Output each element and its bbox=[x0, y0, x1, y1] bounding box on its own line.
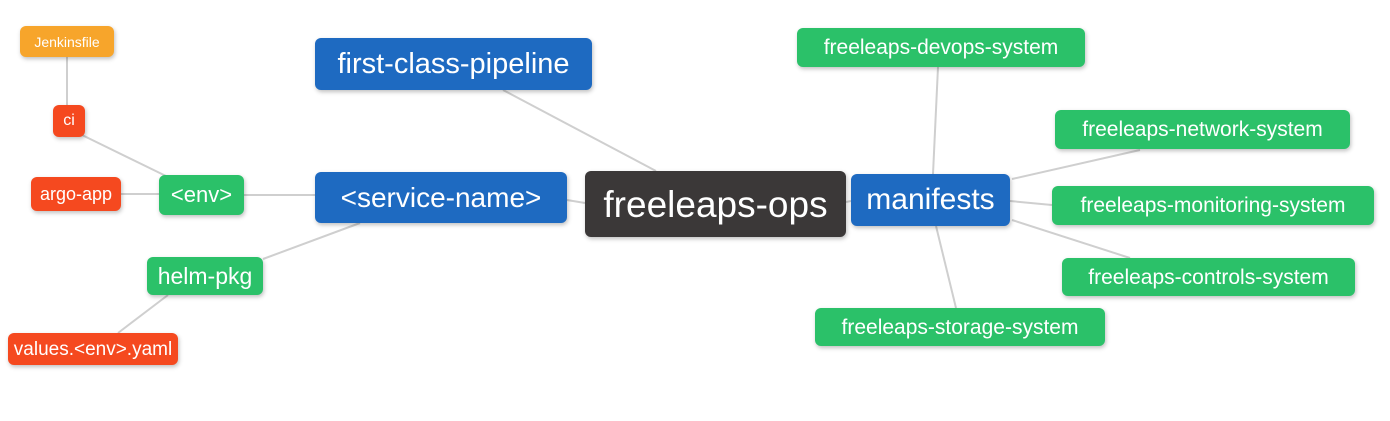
node-monitoring-system[interactable]: freeleaps-monitoring-system bbox=[1052, 186, 1374, 225]
node-argo-app[interactable]: argo-app bbox=[31, 177, 121, 211]
edge-manifests-monitoring-system bbox=[1009, 200, 1053, 206]
node-devops-system[interactable]: freeleaps-devops-system bbox=[797, 28, 1085, 67]
edge-manifests-network-system bbox=[1011, 149, 1141, 180]
node-first-class-pipeline[interactable]: first-class-pipeline bbox=[315, 38, 592, 90]
node-env[interactable]: <env> bbox=[159, 175, 244, 215]
node-ci[interactable]: ci bbox=[53, 105, 85, 137]
edge-ci-env bbox=[81, 134, 169, 178]
node-freeleaps-ops[interactable]: freeleaps-ops bbox=[585, 171, 846, 237]
edge-manifests-devops-system bbox=[932, 66, 939, 175]
node-controls-system[interactable]: freeleaps-controls-system bbox=[1062, 258, 1355, 296]
edge-service-name-helm-pkg bbox=[262, 222, 361, 260]
node-helm-pkg[interactable]: helm-pkg bbox=[147, 257, 263, 295]
node-manifests[interactable]: manifests bbox=[851, 174, 1010, 226]
node-network-system[interactable]: freeleaps-network-system bbox=[1055, 110, 1350, 149]
node-values-env-yaml[interactable]: values.<env>.yaml bbox=[8, 333, 178, 365]
edge-helm-pkg-values-env-yaml bbox=[117, 294, 169, 334]
edge-manifests-controls-system bbox=[1011, 219, 1131, 259]
node-jenkinsfile[interactable]: Jenkinsfile bbox=[20, 26, 114, 57]
edge-service-name-freeleaps-ops bbox=[566, 199, 586, 204]
edge-first-class-pipeline-freeleaps-ops bbox=[502, 89, 657, 172]
edge-manifests-storage-system bbox=[935, 225, 957, 309]
node-service-name[interactable]: <service-name> bbox=[315, 172, 567, 223]
node-storage-system[interactable]: freeleaps-storage-system bbox=[815, 308, 1105, 346]
